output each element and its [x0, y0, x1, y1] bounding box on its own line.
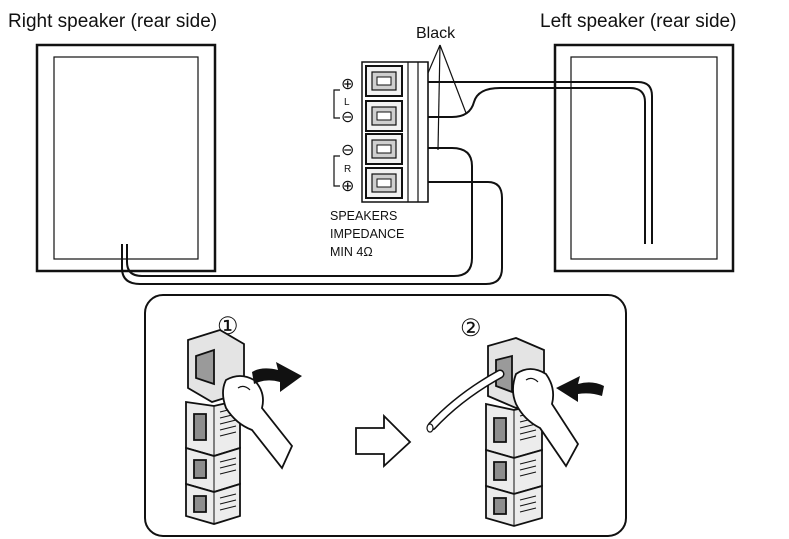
speaker-wires: [121, 81, 653, 285]
terminal-caption-line1: SPEAKERS: [330, 209, 397, 223]
channel-label-l: L: [344, 97, 350, 108]
step-2-number: ②: [460, 315, 482, 342]
step-2-fingernail: [525, 377, 539, 383]
terminal-clip-left-positive: [365, 65, 403, 97]
channel-brackets: [333, 89, 340, 187]
left-positive-wire: [400, 81, 653, 244]
terminal-clip-right-positive: [365, 167, 403, 199]
terminal-clip-right-negative: [365, 133, 403, 165]
plus-symbol-r: ⊕: [341, 178, 354, 195]
right-speaker-box: [35, 43, 217, 273]
black-wire-label: Black: [416, 25, 456, 42]
channel-label-r: R: [344, 164, 351, 175]
step-2-finger: [512, 368, 580, 468]
left-negative-wire: [400, 87, 646, 244]
next-step-arrow: [355, 413, 412, 469]
step-1-arrow: [252, 362, 302, 392]
step-1-terminal-stack: [185, 329, 245, 525]
right-speaker-label: Right speaker (rear side): [8, 11, 217, 32]
minus-symbol-l: ⊖: [341, 109, 354, 126]
speaker-terminal-block: [361, 61, 429, 203]
minus-symbol-r: ⊖: [341, 142, 354, 159]
step-2-terminal-stack: [485, 337, 545, 527]
terminal-caption-line3: MIN 4Ω: [330, 245, 373, 259]
step-2-wire-end: [426, 423, 434, 433]
terminal-caption-line2: IMPEDANCE: [330, 227, 404, 241]
right-negative-wire: [126, 147, 473, 277]
step-2-arrow: [556, 376, 604, 402]
step-2-wire: [429, 371, 503, 429]
terminal-clip-left-negative: [365, 100, 403, 132]
step-1-finger: [222, 375, 294, 470]
plus-symbol-l: ⊕: [341, 76, 354, 93]
step-1-fingernail: [237, 385, 251, 391]
left-speaker-label: Left speaker (rear side): [540, 11, 736, 32]
right-positive-wire: [121, 181, 503, 285]
